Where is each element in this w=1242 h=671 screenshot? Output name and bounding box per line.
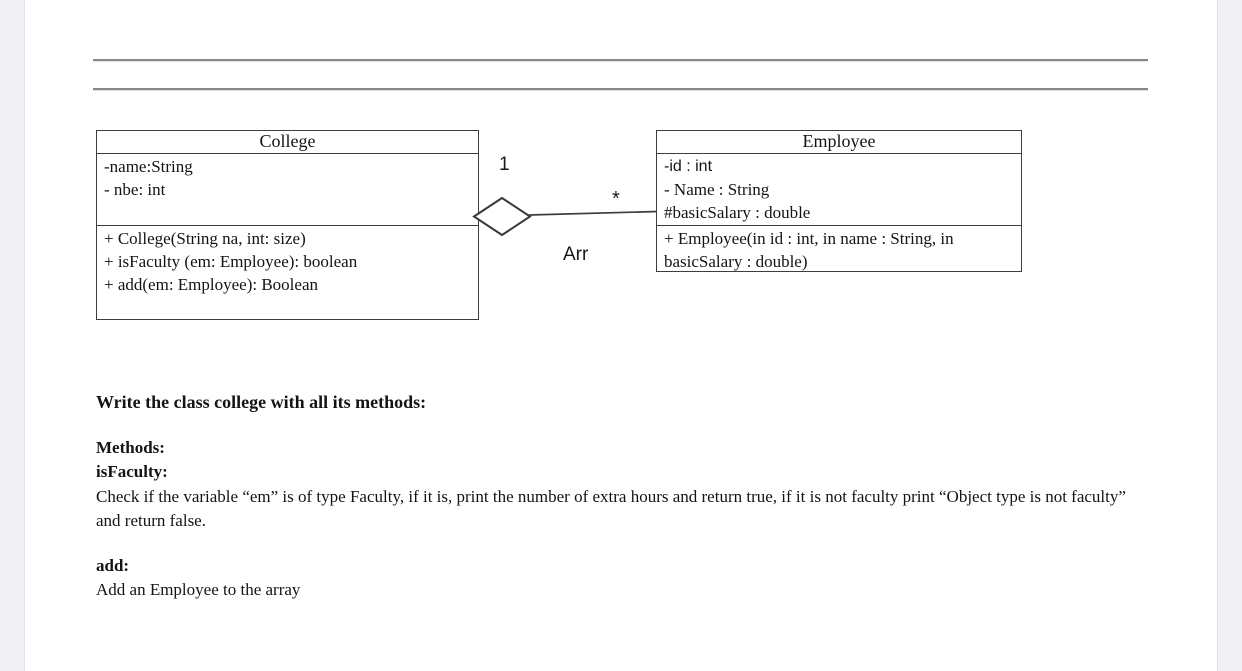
task-heading: Write the class college with all its met… [96,392,427,412]
isfaculty-description: Check if the variable “em” is of type Fa… [96,487,1126,530]
association-label: Arr [563,244,589,265]
college-method: + College(String na, int: size) [104,229,306,248]
multiplicity-employee: * [612,188,620,210]
uml-class-employee: Employee -id : int - Name : String #basi… [656,130,1022,272]
college-method: + add(em: Employee): Boolean [104,275,318,294]
college-attributes-compartment: -name:String - nbe: int [97,154,478,226]
aggregation-diamond-icon [472,196,532,237]
association-line [528,210,658,216]
methods-heading: Methods: [96,438,165,457]
employee-class-title: Employee [657,131,1021,154]
college-attribute: -name:String [104,157,193,176]
employee-methods-compartment: + Employee(in id : int, in name : String… [657,226,1021,273]
viewer-margin-left [0,0,25,671]
horizontal-rule-bottom [93,88,1148,90]
add-heading: add: [96,556,130,575]
employee-attribute: - Name : String [664,180,770,199]
employee-method: + Employee(in id : int, in name : String… [664,229,954,271]
isfaculty-heading: isFaculty: [96,462,168,481]
uml-class-college: College -name:String - nbe: int + Colleg… [96,130,479,320]
employee-attribute: #basicSalary : double [664,203,811,222]
viewer-margin-right [1217,0,1242,671]
college-method: + isFaculty (em: Employee): boolean [104,252,358,271]
college-attribute: - nbe: int [104,180,166,199]
college-class-title: College [97,131,478,154]
horizontal-rule-top [93,59,1148,61]
multiplicity-college: 1 [499,154,510,175]
college-methods-compartment: + College(String na, int: size) + isFacu… [97,226,478,296]
add-description: Add an Employee to the array [96,580,301,599]
employee-attributes-compartment: -id : int - Name : String #basicSalary :… [657,154,1021,226]
employee-attribute: -id : int [664,158,713,175]
